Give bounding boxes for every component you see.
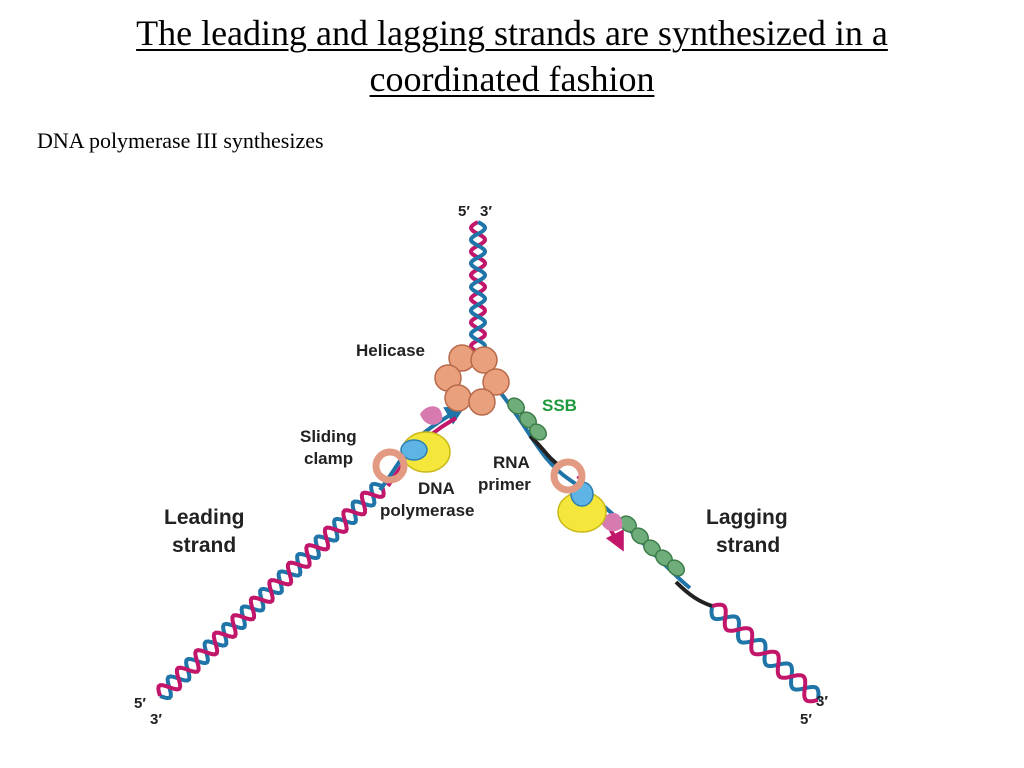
helicase-complex bbox=[434, 344, 510, 416]
lagging-dna-polymerase bbox=[550, 458, 623, 533]
lagging-helix-strand-b bbox=[711, 602, 819, 704]
dna-polymerase-label-line2: polymerase bbox=[380, 501, 475, 520]
ssb-proteins bbox=[507, 397, 685, 577]
parental-dna-helix bbox=[468, 220, 488, 354]
leading-helix-strand-b bbox=[156, 485, 386, 697]
rna-primer-segment bbox=[528, 434, 562, 468]
lagging-3prime-label: 3′ bbox=[816, 693, 828, 710]
rna-primer-label-line1: RNA bbox=[493, 453, 530, 472]
leading-5prime-label: 5′ bbox=[134, 695, 146, 712]
parental-helix-strand-b bbox=[468, 220, 488, 354]
lagging-strand-label-line2: strand bbox=[716, 534, 780, 557]
lagging-strand-label-line1: Lagging bbox=[706, 506, 788, 529]
ssb-bead bbox=[667, 559, 685, 577]
helicase-label: Helicase bbox=[356, 341, 425, 360]
ssb-bead bbox=[507, 397, 525, 415]
top-5prime-label: 5′ bbox=[458, 203, 470, 220]
leading-dna-polymerase bbox=[372, 406, 451, 484]
leading-strand-label-line1: Leading bbox=[164, 506, 245, 529]
slide-title: The leading and lagging strands are synt… bbox=[136, 13, 888, 99]
rna-primer-segment-2 bbox=[674, 580, 713, 608]
lagging-5prime-label: 5′ bbox=[800, 711, 812, 728]
slide-subtitle: DNA polymerase III synthesizes bbox=[37, 128, 324, 153]
parental-helix-strand-a bbox=[468, 220, 488, 354]
rna-primer-label-line2: primer bbox=[478, 475, 531, 494]
dna-polymerase-label-line1: DNA bbox=[418, 479, 455, 498]
leading-strand-label-line2: strand bbox=[172, 534, 236, 557]
leading-strand-helix bbox=[156, 481, 386, 701]
top-3prime-label: 3′ bbox=[480, 203, 492, 220]
sliding-clamp-label-line2: clamp bbox=[304, 449, 353, 468]
leading-3prime-label: 3′ bbox=[150, 711, 162, 728]
ssb-bead bbox=[529, 423, 547, 441]
sliding-clamp-label-line1: Sliding bbox=[300, 427, 357, 446]
ssb-label: SSB bbox=[542, 396, 577, 415]
lagging-strand-helix bbox=[709, 602, 821, 704]
